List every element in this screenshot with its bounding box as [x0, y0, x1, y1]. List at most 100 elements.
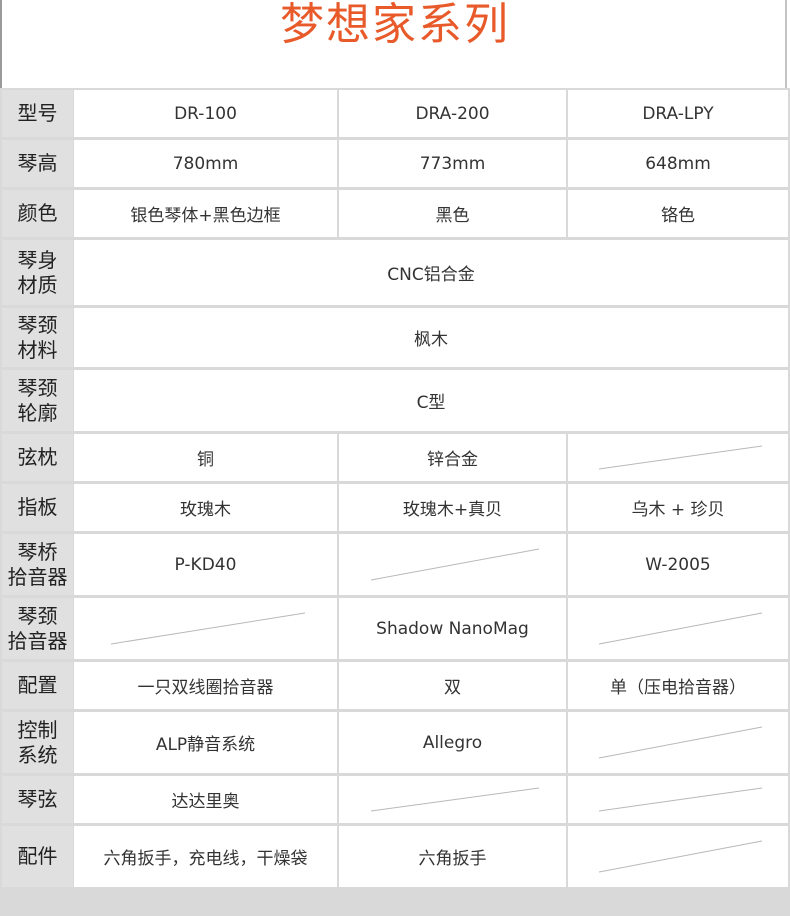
row-label-line: 琴颈 — [17, 375, 58, 400]
row-label-line: 材料 — [17, 337, 58, 362]
empty-slash — [598, 840, 763, 873]
cell-value: 六角扳手，充电线，干燥袋 — [103, 849, 308, 869]
row-label: 弦枕 — [2, 434, 73, 481]
cell-value: 银色琴体+黑色边框 — [130, 206, 281, 226]
cell-value: 玫瑰木 — [180, 500, 231, 520]
row-label-line: 控制 — [17, 717, 58, 742]
empty-slash — [598, 787, 763, 812]
table-cell: 玫瑰木 — [74, 484, 337, 531]
row-label-line: 琴颈 — [17, 603, 58, 628]
cell-value: DRA-LPY — [642, 103, 714, 124]
row-label-line: 材质 — [17, 272, 58, 297]
empty-cell — [568, 434, 788, 481]
row-label: 配件 — [2, 826, 73, 887]
row-label: 配置 — [2, 662, 73, 709]
row-label: 琴弦 — [2, 776, 73, 823]
cell-value: 六角扳手 — [418, 849, 487, 869]
table-cell: W-2005 — [568, 534, 788, 595]
table-cell: 六角扳手，充电线，干燥袋 — [74, 826, 337, 887]
cell-value: 铬色 — [661, 206, 695, 226]
row-label: 颜色 — [2, 190, 73, 237]
table-cell: 枫木 — [74, 308, 788, 367]
table-cell: DRA-200 — [339, 90, 566, 137]
row-label: 型号 — [2, 90, 73, 137]
empty-cell — [339, 534, 566, 595]
slash-line — [598, 612, 763, 645]
row-label-line: 配置 — [17, 673, 58, 697]
cell-value: 一只双线圈拾音器 — [137, 678, 274, 698]
table-cell: 单（压电拾音器） — [568, 662, 788, 709]
cell-value: DR-100 — [174, 103, 237, 124]
table-cell: 铜 — [74, 434, 337, 481]
row-label: 琴高 — [2, 140, 73, 187]
row-label-line: 轮廓 — [17, 400, 58, 425]
row-label: 琴颈拾音器 — [2, 598, 73, 659]
table-cell: Shadow NanoMag — [339, 598, 566, 659]
cell-value: 780mm — [172, 153, 239, 174]
slash-line — [598, 726, 763, 759]
slash-line — [370, 787, 540, 812]
row-label: 琴颈轮廓 — [2, 370, 73, 431]
cell-value: P-KD40 — [174, 554, 237, 575]
table-cell: 锌合金 — [339, 434, 566, 481]
table-cell: ALP静音系统 — [74, 712, 337, 773]
cell-value: W-2005 — [645, 554, 711, 575]
table-cell: 一只双线圈拾音器 — [74, 662, 337, 709]
spec-table: 型号 DR-100 DRA-200 DRA-LPY 琴高 780mm 773mm 648mm 颜… — [0, 88, 790, 916]
row-label: 琴颈材料 — [2, 308, 73, 367]
cell-value: 乌木 + 珍贝 — [631, 500, 725, 520]
row-label-line: 拾音器 — [7, 564, 68, 589]
table-cell: CNC铝合金 — [74, 240, 788, 305]
row-label-line: 颜色 — [17, 201, 58, 225]
cell-value: 单（压电拾音器） — [610, 678, 746, 698]
cell-value: 773mm — [419, 153, 486, 174]
table-cell: 780mm — [74, 140, 337, 187]
empty-cell — [568, 598, 788, 659]
table-cell: 乌木 + 珍贝 — [568, 484, 788, 531]
row-label-line: 琴颈 — [17, 312, 58, 337]
slash-line — [598, 840, 763, 873]
slash-line — [370, 548, 540, 581]
row-label: 琴身材质 — [2, 240, 73, 305]
cell-value: 枫木 — [414, 330, 448, 350]
empty-cell — [568, 712, 788, 773]
table-cell: P-KD40 — [74, 534, 337, 595]
table-cell: 六角扳手 — [339, 826, 566, 887]
cell-value: 玫瑰木+真贝 — [402, 500, 503, 520]
slash-line — [110, 612, 306, 645]
row-label-line: 琴桥 — [17, 539, 58, 564]
row-label-line: 系统 — [17, 742, 58, 767]
table-cell: DR-100 — [74, 90, 337, 137]
empty-cell — [339, 776, 566, 823]
empty-slash — [370, 548, 540, 581]
row-label: 琴桥拾音器 — [2, 534, 73, 595]
empty-slash — [598, 726, 763, 759]
cell-value: C型 — [416, 393, 446, 413]
table-cell: 黑色 — [339, 190, 566, 237]
row-label-line: 指板 — [17, 495, 58, 519]
cell-value: 达达里奥 — [171, 792, 240, 812]
table-cell: DRA-LPY — [568, 90, 788, 137]
empty-slash — [598, 445, 763, 470]
table-cell: 773mm — [339, 140, 566, 187]
cell-value: DRA-200 — [415, 103, 490, 124]
cell-value: 双 — [444, 678, 461, 698]
row-label: 指板 — [2, 484, 73, 531]
table-cell: C型 — [74, 370, 788, 431]
row-label-line: 弦枕 — [17, 445, 58, 469]
table-cell: Allegro — [339, 712, 566, 773]
table-cell: 铬色 — [568, 190, 788, 237]
row-label-line: 琴弦 — [17, 787, 58, 811]
empty-slash — [370, 787, 540, 812]
empty-cell — [568, 776, 788, 823]
cell-value: ALP静音系统 — [155, 735, 256, 755]
table-cell: 双 — [339, 662, 566, 709]
table-cell: 达达里奥 — [74, 776, 337, 823]
row-label-line: 琴高 — [17, 151, 58, 175]
cell-value: 648mm — [645, 153, 711, 174]
empty-cell — [568, 826, 788, 887]
row-label: 控制系统 — [2, 712, 73, 773]
row-label-line: 拾音器 — [7, 628, 68, 653]
slash-line — [598, 787, 763, 812]
